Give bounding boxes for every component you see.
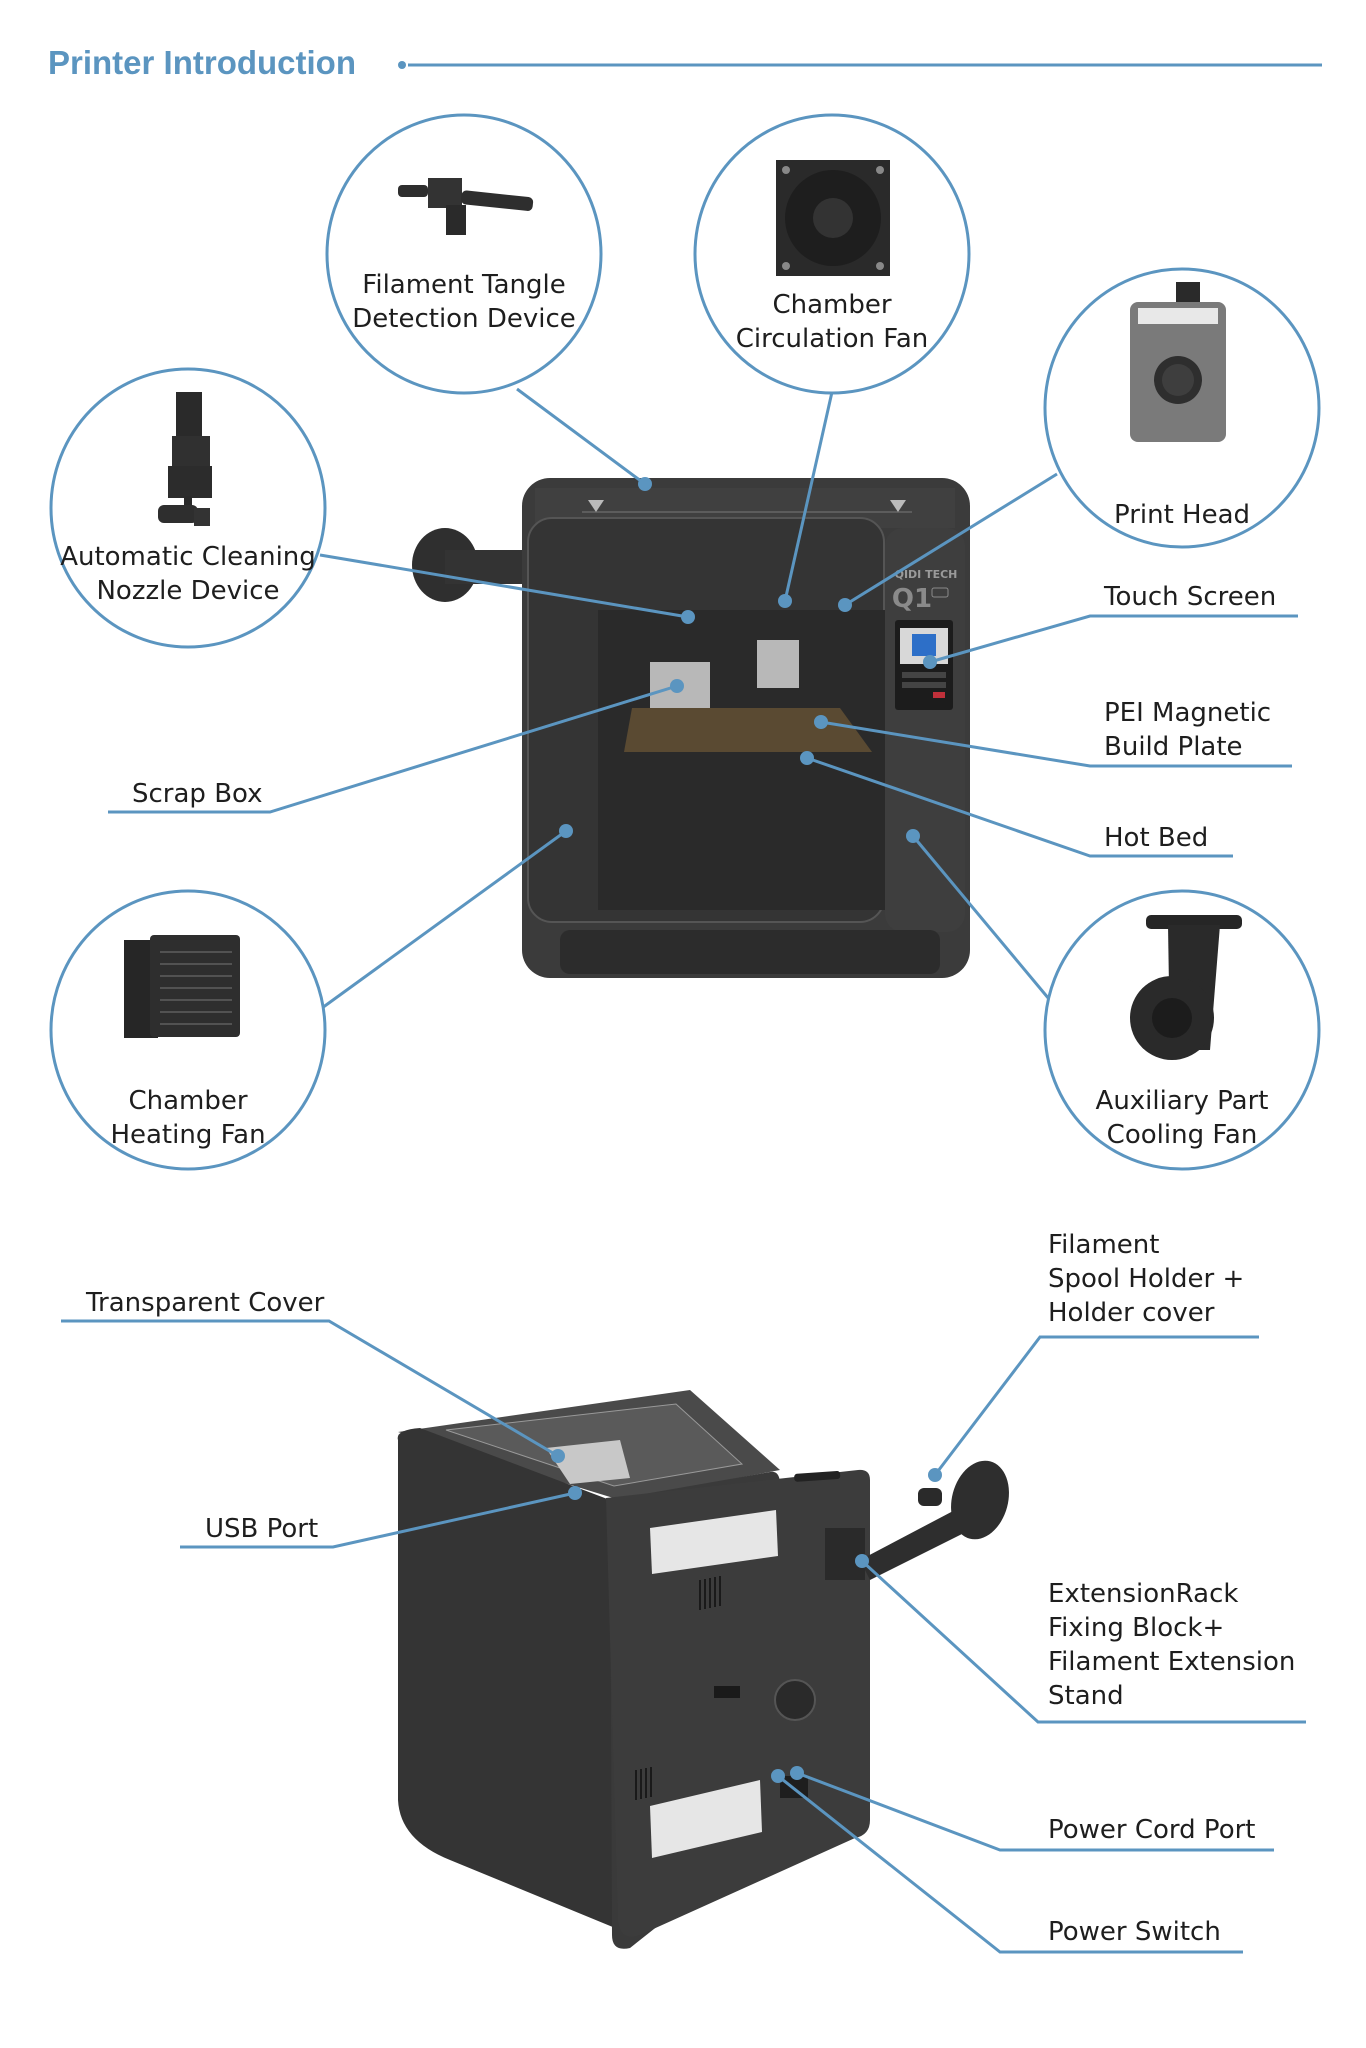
auto-cleaning-nozzle-image [158,392,212,526]
brand-badge: QIDI TECH [895,568,958,581]
label-line: Scrap Box [132,779,263,809]
label-line: USB Port [205,1514,319,1544]
build-plate [624,708,872,752]
label-line: Detection Device [352,304,576,334]
label-line: Auxiliary Part [1095,1086,1269,1116]
label-filament-tangle-detection: Filament Tangle Detection Device [352,268,576,336]
front-callout-lines [108,387,1298,1010]
chamber-circulation-fan-image [776,160,890,276]
label-line: Chamber [772,290,892,320]
rear-rating-label [650,1780,762,1858]
label-print-head: Print Head [1114,498,1250,532]
label-line: Filament Tangle [362,270,566,300]
label-line: Transparent Cover [86,1288,325,1318]
label-line: Holder cover [1048,1298,1215,1328]
label-usb-port: USB Port [205,1512,318,1546]
label-line: Automatic Cleaning [60,542,316,572]
label-touch-screen: Touch Screen [1104,580,1276,614]
rear-instruction-sticker [650,1510,778,1574]
label-chamber-heating-fan: Chamber Heating Fan [110,1084,265,1152]
filament-tangle-device-image [398,178,534,235]
label-line: Spool Holder + [1048,1264,1245,1294]
label-line: Stand [1048,1681,1124,1711]
label-auxiliary-part-cooling-fan: Auxiliary Part Cooling Fan [1096,1084,1269,1152]
label-line: Heating Fan [110,1120,266,1150]
rear-printer-illustration [397,1390,1009,1949]
label-line: ExtensionRack [1048,1579,1239,1609]
label-extension-rack: ExtensionRack Fixing Block+ Filament Ext… [1048,1577,1295,1713]
label-line: Cooling Fan [1106,1120,1258,1150]
label-line: Power Switch [1048,1917,1221,1947]
page-title: Printer Introduction [48,44,356,81]
title-rule [398,61,1322,69]
label-line: Fixing Block+ [1048,1613,1225,1643]
label-line: Touch Screen [1104,582,1277,612]
build-chamber [598,610,898,910]
label-line: Hot Bed [1104,823,1209,853]
label-hot-bed: Hot Bed [1104,821,1208,855]
label-filament-spool-holder: Filament Spool Holder + Holder cover [1048,1228,1244,1330]
label-line: Print Head [1113,500,1251,530]
label-line: Nozzle Device [96,576,280,606]
model-badge: Q1 [892,584,932,614]
interior-sticker [757,640,799,688]
label-transparent-cover: Transparent Cover [86,1286,324,1320]
label-scrap-box: Scrap Box [132,777,263,811]
label-chamber-circulation-fan: Chamber Circulation Fan [736,288,928,356]
label-automatic-cleaning-nozzle: Automatic Cleaning Nozzle Device [60,540,316,608]
label-line: Build Plate [1104,732,1243,762]
aux-part-cooling-fan-image [1130,915,1242,1060]
label-pei-magnetic-build-plate: PEI Magnetic Build Plate [1104,696,1271,764]
side-spool-holder [412,528,535,602]
label-line: Filament Extension [1048,1647,1296,1677]
chamber-heating-fan-image [124,935,240,1038]
front-callout-dots [559,477,937,843]
label-line: Chamber [128,1086,248,1116]
label-power-cord-port: Power Cord Port [1048,1813,1255,1847]
label-line: PEI Magnetic [1104,698,1272,728]
label-line: Filament [1048,1230,1160,1260]
front-printer-illustration: QIDI TECH Q1 [412,478,970,978]
label-line: Power Cord Port [1048,1815,1256,1845]
print-head-image [1130,282,1226,442]
rear-callout-lines [61,1319,1306,1954]
rear-callout-dots [551,1449,942,1783]
label-power-switch: Power Switch [1048,1915,1221,1949]
label-line: Circulation Fan [735,324,929,354]
